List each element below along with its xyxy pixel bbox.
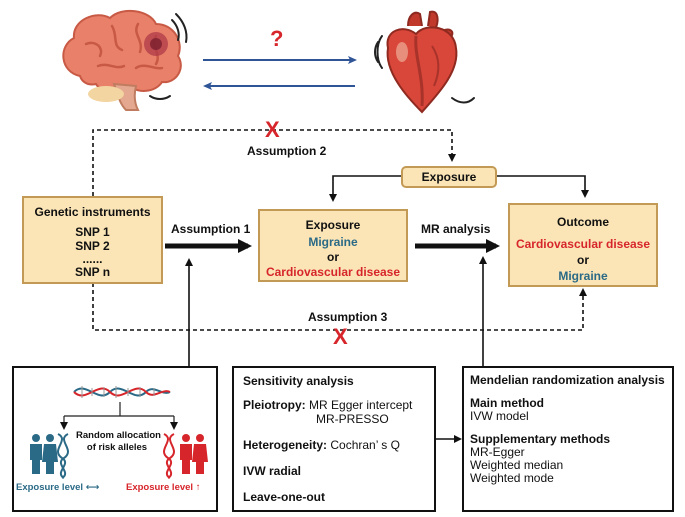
exposure-box-title: Exposure [305,218,361,232]
mr-methods-title: Mendelian randomization analysis [470,373,665,387]
supplementary-methods-title: Supplementary methods [470,432,611,446]
sensitivity-analysis-box: Sensitivity analysis Pleiotropy: MR Egge… [232,366,436,512]
outcome-option-migraine: Migraine [558,269,608,283]
question-mark: ? [270,26,284,51]
arrow-exposure-tag-to-exposure [329,175,401,202]
genetic-instruments-box: Genetic instruments SNP 1 SNP 2 ...... S… [22,196,163,284]
outcome-or: or [577,253,589,267]
brain-icon [62,9,188,111]
pleiotropy-method: MR-PRESSO [316,412,389,426]
random-allocation-line-1: Random allocation [76,430,161,441]
assumption-1-label: Assumption 1 [171,222,251,236]
outcome-box: Outcome Cardiovascular disease or Migrai… [508,203,658,287]
random-allocation-box: Random allocation of risk alleles Exposu… [12,366,218,512]
people-icon [180,434,208,474]
exposure-tag: Exposure [401,166,497,188]
assumption-3-violation-mark: X [333,324,348,349]
assumption-3-label: Assumption 3 [308,310,388,324]
pleiotropy-row: Pleiotropy: MR Egger intercept [243,398,434,412]
exposure-level-low-label: Exposure level [16,482,84,493]
up-arrow-icon: ↑ [195,482,201,493]
random-allocation-text: Random allocation of risk alleles [76,430,161,454]
outcome-box-title: Outcome [556,215,609,229]
main-method-title: Main method [470,396,544,410]
pleiotropy-label: Pleiotropy: [243,398,306,412]
outcome-option-cvd: Cardiovascular disease [515,237,651,251]
exposure-level-low: Exposure level ⟷ [16,482,99,493]
snp-ellipsis: ...... [82,252,103,266]
snp-item: SNP 2 [75,239,110,253]
genetic-instruments-title: Genetic instruments [34,205,151,219]
random-allocation-line-2: of risk alleles [86,442,148,453]
double-arrow-icon: ⟷ [85,482,100,493]
exposure-option-cvd: Cardiovascular disease [265,265,401,279]
assumption-2-violation-mark: X [265,117,280,142]
exposure-level-high-label: Exposure level [126,482,194,493]
supplementary-method-item: MR-Egger [470,445,525,459]
sensitivity-title: Sensitivity analysis [243,374,354,388]
ivw-radial: IVW radial [243,464,302,478]
dna-icon [73,386,171,398]
leave-one-out: Leave-one-out [243,490,326,504]
mr-methods-box: Mendelian randomization analysis Main me… [462,366,674,512]
main-method-item: IVW model [470,409,529,423]
supplementary-method-item: Weighted median [470,458,564,472]
dna-allocation-graphic [30,386,208,479]
heart-icon [374,10,475,114]
snp-item: SNP 1 [75,225,110,239]
exposure-or: or [327,250,339,264]
snp-item: SNP n [74,265,111,279]
heterogeneity-label: Heterogeneity: [243,438,328,452]
people-icon [30,434,58,474]
mr-analysis-label: MR analysis [421,222,491,236]
heterogeneity-method: Cochran’ s Q [330,438,400,452]
pleiotropy-method: MR Egger intercept [309,398,413,412]
assumption-2-label: Assumption 2 [247,144,327,158]
dashed-path-assumption-2 [92,129,456,196]
arrow-exposure-tag-to-outcome [497,175,589,198]
heterogeneity-row: Heterogeneity: Cochran’ s Q [243,438,434,452]
supplementary-method-item: Weighted mode [470,471,554,485]
dashed-path-assumption-3 [92,283,587,331]
exposure-option-migraine: Migraine [308,235,358,249]
exposure-box: Exposure Migraine or Cardiovascular dise… [258,209,408,282]
exposure-level-high: Exposure level ↑ [126,482,200,493]
